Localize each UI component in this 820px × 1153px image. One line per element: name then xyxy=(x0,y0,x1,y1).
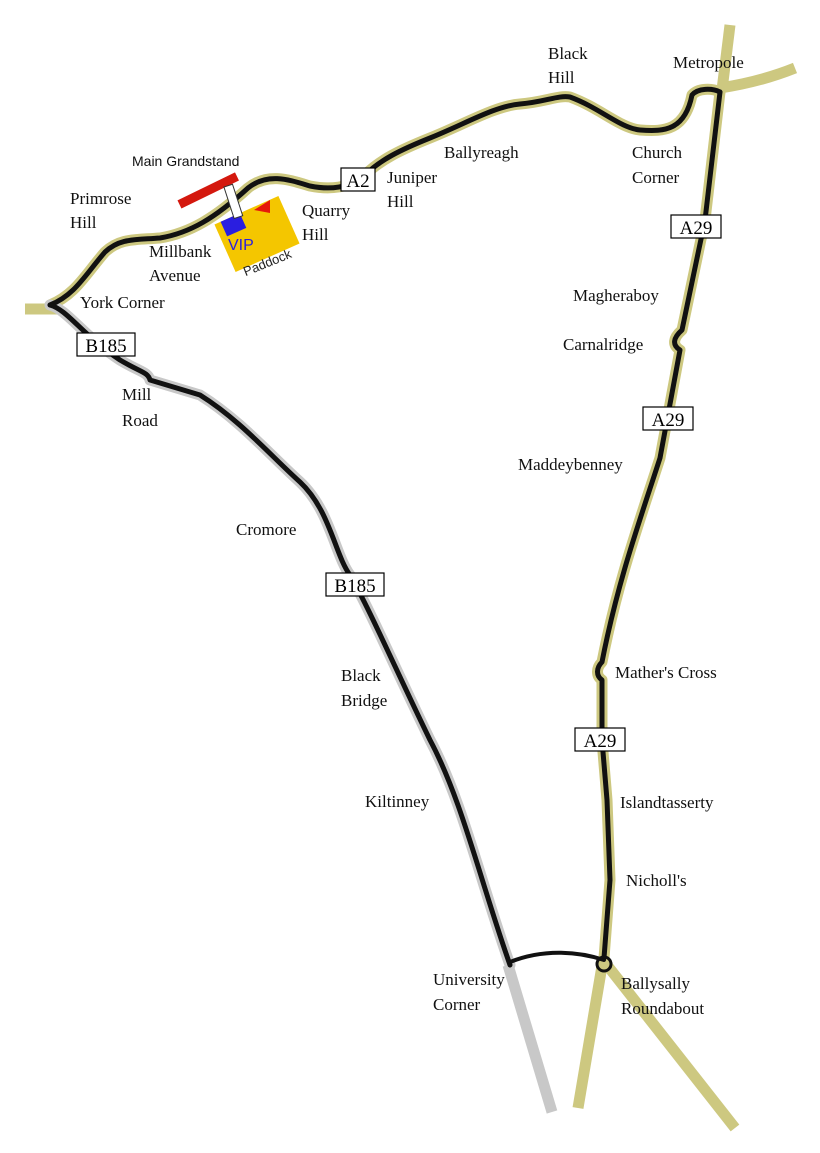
svg-text:A29: A29 xyxy=(652,410,685,431)
label-juniper-hill: Juniper Hill xyxy=(387,168,441,211)
background-roads xyxy=(25,24,798,1132)
label-magheraboy: Magheraboy xyxy=(573,286,659,305)
road-sign-a2: A2 xyxy=(340,167,376,192)
track-coast-road xyxy=(47,86,723,308)
road-ballysally-sw xyxy=(572,959,609,1109)
road-numbers: A2 B185 B185 A29 A29 A29 xyxy=(76,167,722,752)
track-a29 xyxy=(595,89,723,961)
casing-b185 xyxy=(44,299,516,971)
label-metropole: Metropole xyxy=(673,53,744,72)
road-b185-extension xyxy=(502,963,558,1114)
road-ballysally-se xyxy=(598,956,740,1132)
track-university-link xyxy=(508,950,606,964)
pit-lane-marker xyxy=(223,183,244,220)
label-millbank-avenue: Millbank Avenue xyxy=(149,242,216,285)
svg-text:A29: A29 xyxy=(680,218,713,239)
road-metropole-north xyxy=(716,24,736,91)
label-church-corner: Church Corner xyxy=(632,143,686,187)
road-sign-b185-north: B185 xyxy=(76,332,136,357)
ballysally-roundabout-ring xyxy=(595,955,613,973)
label-ballyreagh: Ballyreagh xyxy=(444,143,519,162)
road-sign-a29-south: A29 xyxy=(574,727,626,752)
svg-text:B185: B185 xyxy=(334,576,375,597)
vip-label: VIP xyxy=(228,237,254,254)
track-b185 xyxy=(47,302,513,968)
road-metropole-east xyxy=(719,62,798,94)
label-cromore: Cromore xyxy=(236,520,296,539)
place-labels: Main Grandstand Primrose Hill Millbank A… xyxy=(70,44,744,1018)
label-mill-road: Mill Road xyxy=(122,385,158,430)
label-black-bridge: Black Bridge xyxy=(341,666,387,710)
label-university-corner: University Corner xyxy=(433,970,509,1014)
svg-text:B185: B185 xyxy=(85,336,126,357)
svg-text:A2: A2 xyxy=(346,171,369,192)
race-circuit xyxy=(47,86,723,973)
road-sign-b185-mid: B185 xyxy=(325,572,385,597)
track-casing xyxy=(44,83,726,971)
label-maddeybenney: Maddeybenney xyxy=(518,455,623,474)
road-sign-a29-north: A29 xyxy=(670,214,722,239)
label-main-grandstand: Main Grandstand xyxy=(132,153,239,169)
label-black-hill: Black Hill xyxy=(548,44,592,87)
label-quarry-hill: Quarry Hill xyxy=(302,201,354,244)
road-sign-a29-mid: A29 xyxy=(642,406,694,431)
flag-icon xyxy=(254,200,270,213)
svg-text:A29: A29 xyxy=(584,731,617,752)
label-nicholls: Nicholl's xyxy=(626,871,687,890)
label-carnalridge: Carnalridge xyxy=(563,335,643,354)
label-islandtasserty: Islandtasserty xyxy=(620,793,714,812)
paddock-marker xyxy=(214,196,300,272)
label-york-corner: York Corner xyxy=(80,293,165,312)
vip-marker xyxy=(220,213,247,237)
label-kiltinney: Kiltinney xyxy=(365,792,430,811)
label-mathers-cross: Mather's Cross xyxy=(615,663,717,682)
label-primrose-hill: Primrose Hill xyxy=(70,189,136,232)
label-ballysally-roundabout: Ballysally Roundabout xyxy=(621,974,704,1018)
main-grandstand-marker xyxy=(177,172,239,209)
